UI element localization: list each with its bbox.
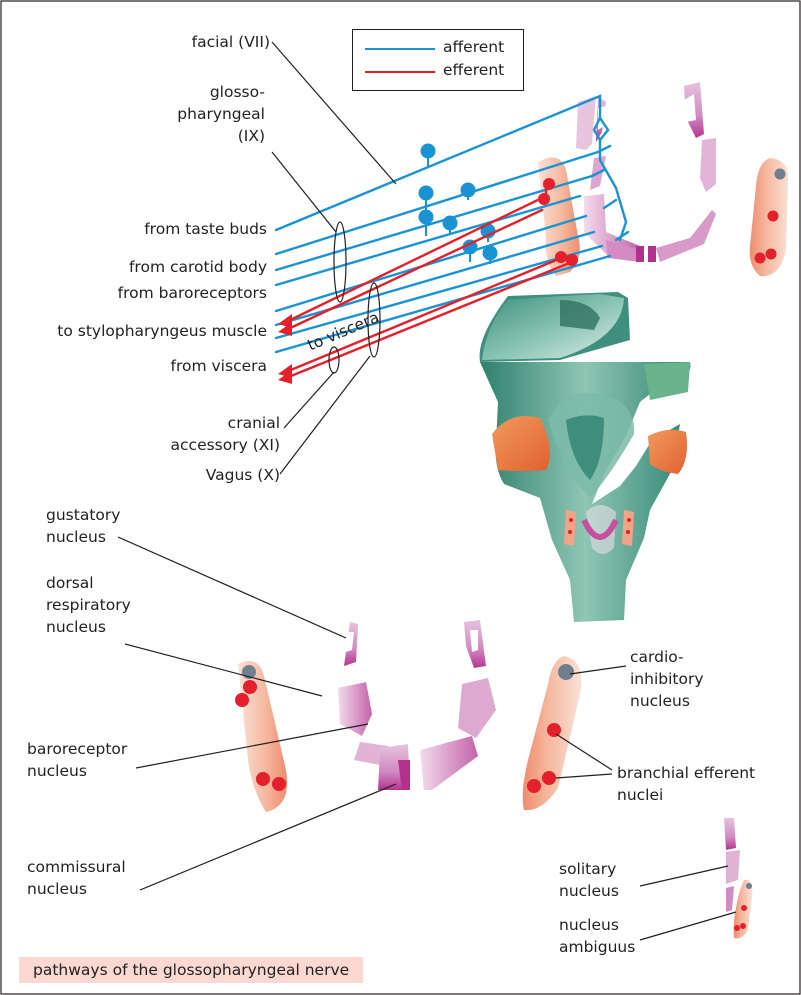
right-ambiguus-column bbox=[523, 656, 582, 810]
facial-nerve-label: facial (VII) bbox=[192, 31, 270, 53]
left-ambiguus-column bbox=[235, 661, 287, 812]
figure-caption: pathways of the glossopharyngeal nerve bbox=[19, 957, 363, 983]
from-viscera-label: from viscera bbox=[171, 355, 267, 377]
gustatory-nucleus-label: gustatory nucleus bbox=[46, 504, 120, 548]
dorsal-respiratory-nucleus-label: dorsal respiratory nucleus bbox=[46, 572, 131, 638]
solitary-tract-enlargement bbox=[338, 620, 496, 790]
cranial-accessory-label: cranial accessory (XI) bbox=[171, 412, 280, 456]
branchial-efferent-nuclei-label: branchial efferent nuclei bbox=[617, 762, 755, 806]
afferent-legend-swatch bbox=[365, 48, 435, 50]
legend: afferent efferent bbox=[352, 29, 524, 91]
cardioinhibitory-nucleus-label: cardio- inhibitory nucleus bbox=[630, 646, 704, 712]
from-baroreceptors-label: from baroreceptors bbox=[118, 282, 267, 304]
from-carotid-body-label: from carotid body bbox=[129, 256, 267, 278]
from-taste-buds-label: from taste buds bbox=[144, 218, 267, 240]
small-key-diagram bbox=[724, 818, 752, 938]
solitary-nucleus-label: solitary nucleus bbox=[559, 858, 619, 902]
lower-leader-lines bbox=[118, 537, 736, 940]
glossopharyngeal-nerve-label: glosso- pharyngeal (IX) bbox=[177, 81, 265, 147]
nucleus-ambiguus-label: nucleus ambiguus bbox=[559, 914, 635, 958]
to-stylopharyngeus-label: to stylopharyngeus muscle bbox=[57, 320, 267, 342]
vagus-nerve-label: Vagus (X) bbox=[206, 464, 280, 486]
upper-right-nucleus-columns bbox=[576, 82, 716, 262]
afferent-legend-label: afferent bbox=[443, 37, 504, 57]
efferent-legend-swatch bbox=[365, 71, 435, 73]
brainstem bbox=[480, 292, 691, 622]
commissural-nucleus-label: commissural nucleus bbox=[27, 856, 126, 900]
efferent-legend-label: efferent bbox=[443, 60, 504, 80]
baroreceptor-nucleus-label: baroreceptor nucleus bbox=[27, 738, 127, 782]
